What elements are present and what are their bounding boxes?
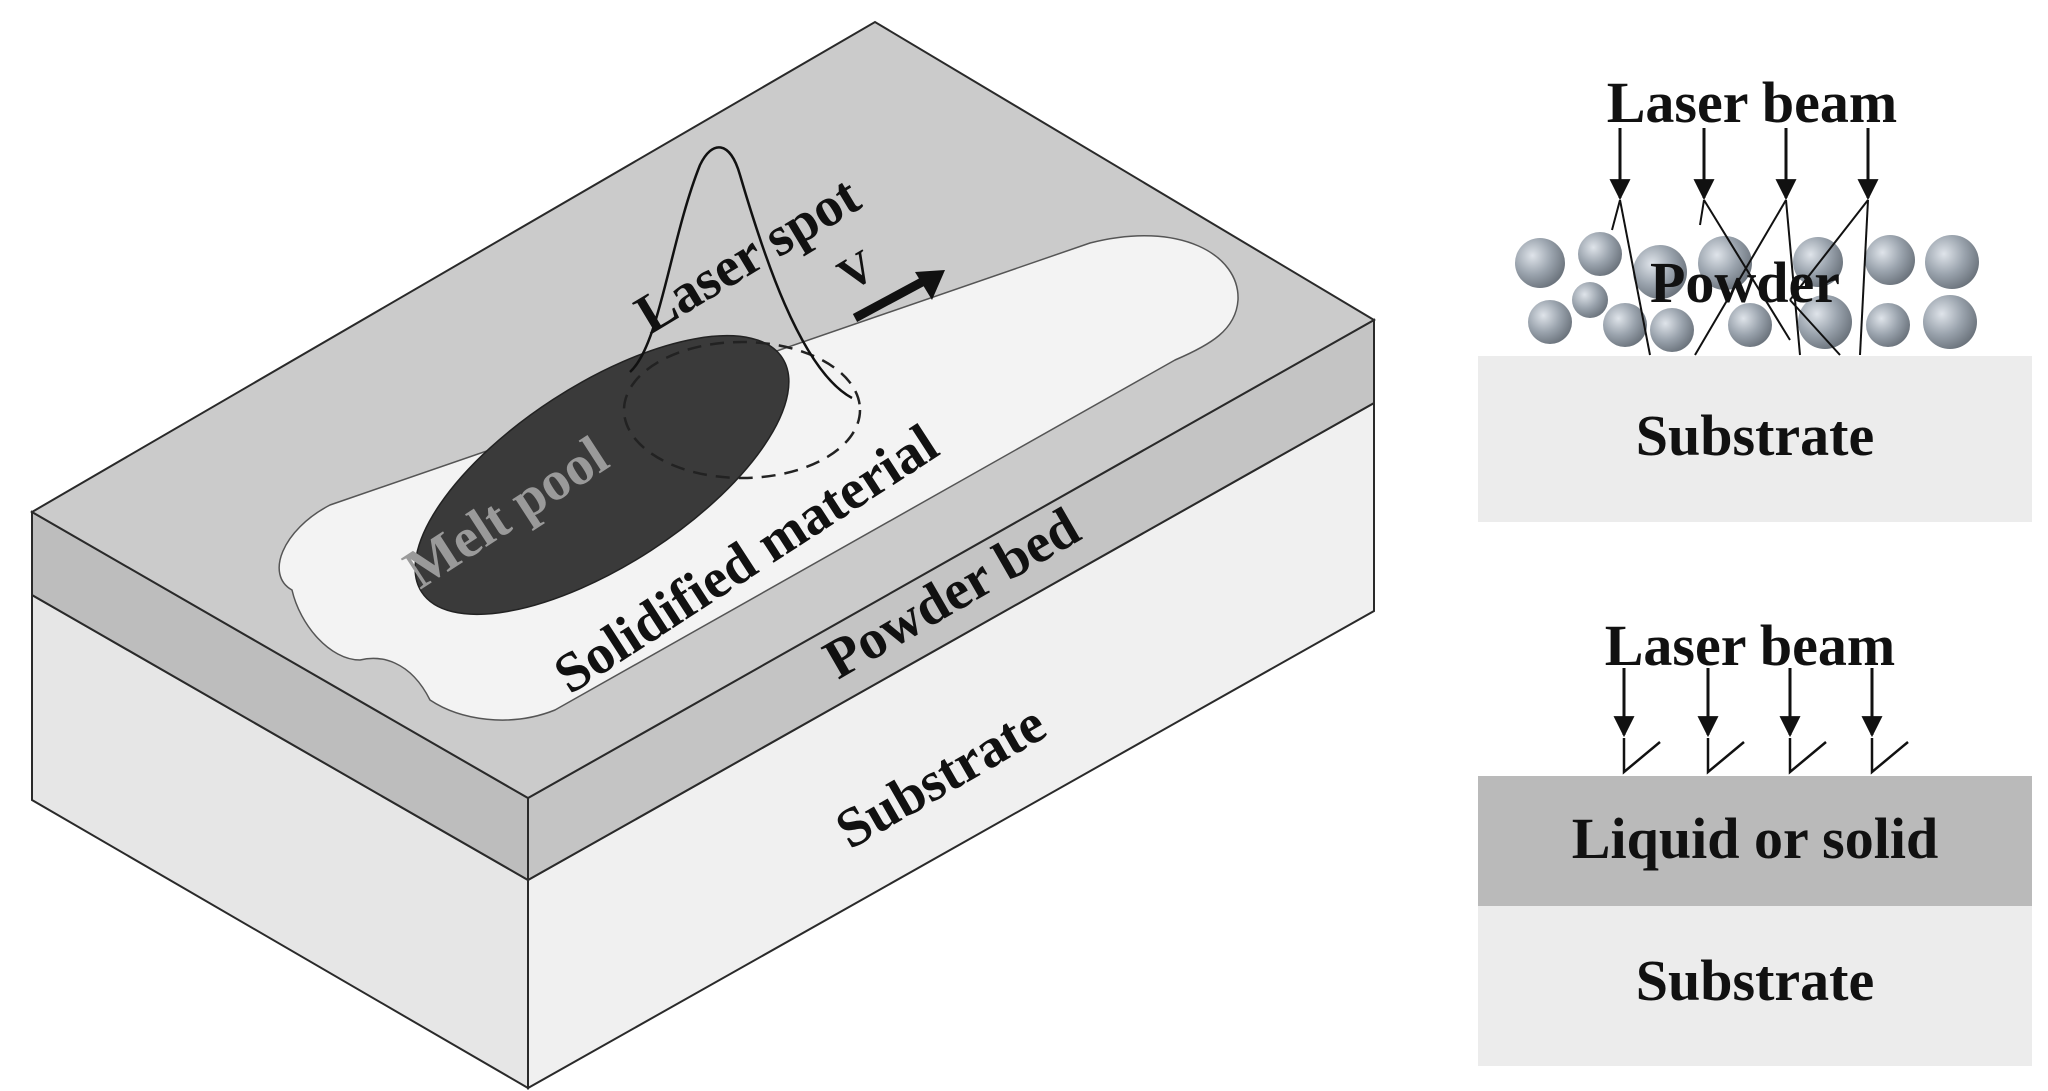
powder-label: Powder [1650, 250, 1840, 315]
gaussian-profile [629, 146, 853, 400]
powder-particle [1925, 235, 1979, 289]
liquid-layer-label: Liquid or solid [1572, 806, 1938, 871]
powder-inset-laser-beam-label: Laser beam [1607, 70, 1898, 135]
powder-particle [1698, 236, 1752, 290]
powder-inset: Substrate [1478, 70, 2032, 522]
powder-particle [1798, 295, 1852, 349]
main-block: Laser spot V Melt pool Solidified materi… [30, 20, 1376, 1090]
scattered-beam-lines [1611, 199, 1869, 356]
powder-particle [1866, 303, 1910, 347]
liquid-inset: Liquid or solid Substrate Laser beam [1478, 613, 2032, 1066]
powder-particle [1650, 308, 1694, 352]
laser-spot-outline [622, 340, 862, 480]
reflected-beam-lines [1622, 738, 1909, 775]
powder-particle [1572, 282, 1608, 318]
liquid-inset-laser-beam-label: Laser beam [1605, 613, 1896, 678]
powder-particle [1603, 303, 1647, 347]
powder-particle [1528, 300, 1572, 344]
powder-particle [1578, 232, 1622, 276]
velocity-arrow-head [915, 270, 945, 300]
powder-particle [1633, 245, 1687, 299]
liquid-layer [1478, 776, 2032, 906]
liquid-inset-substrate [1478, 906, 2032, 1066]
powder-particle [1865, 235, 1915, 285]
powder-inset-beam-arrows [1609, 128, 1879, 201]
powder-particle [1515, 238, 1565, 288]
melt-pool-shape [414, 334, 790, 616]
liquid-inset-substrate-label: Substrate [1636, 948, 1874, 1013]
liquid-inset-beam-arrows [1613, 668, 1883, 738]
powder-particle [1728, 303, 1772, 347]
powder-inset-substrate [1478, 356, 2032, 522]
powder-particle [1923, 295, 1977, 349]
powder-inset-substrate-label: Substrate [1636, 403, 1874, 468]
